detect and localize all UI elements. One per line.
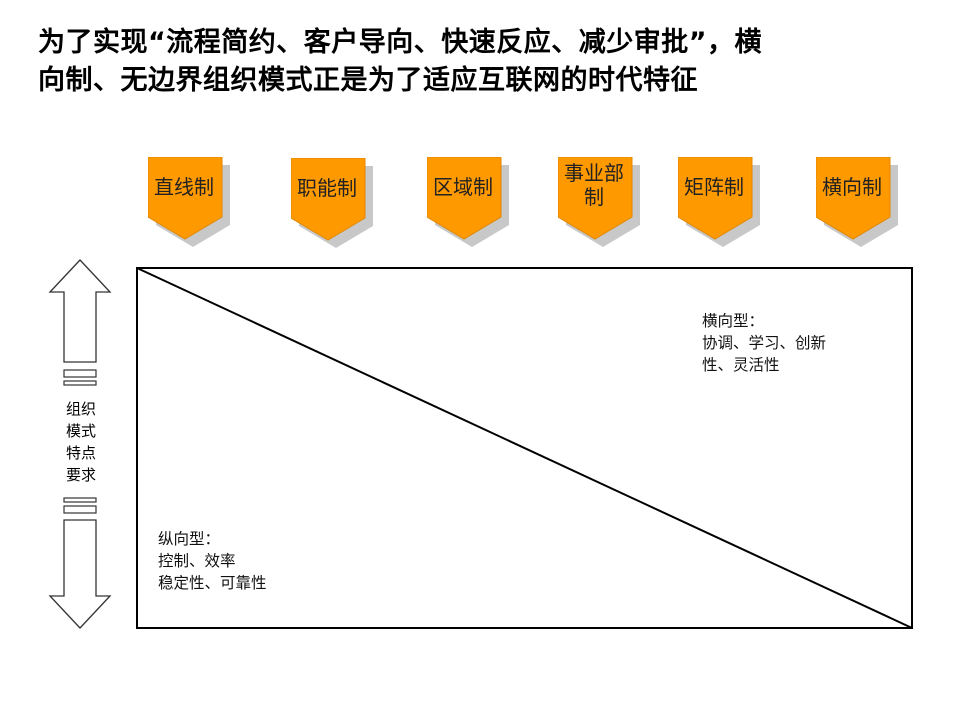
vertical-type-description: 纵向型： 控制、效率 稳定性、可靠性 xyxy=(158,528,267,594)
org-type-badge-functional: 职能制 xyxy=(291,158,373,248)
pentagon-icon xyxy=(558,157,640,247)
org-type-badge-matrix: 矩阵制 xyxy=(678,157,760,247)
org-mode-requirements-label: 组织 模式 特点 要求 xyxy=(65,400,96,484)
pentagon-icon xyxy=(816,157,898,247)
org-type-label: 事业部制 xyxy=(564,161,624,209)
diagonal-divider xyxy=(136,267,913,629)
org-type-badge-divisional: 事业部制 xyxy=(558,157,640,247)
org-type-badge-horizontal: 横向制 xyxy=(816,157,898,247)
org-type-label: 区域制 xyxy=(433,175,493,199)
horizontal-type-heading: 横向型： xyxy=(702,312,765,330)
title-line-1: 为了实现“流程简约、客户导向、快速反应、减少审批”，横 xyxy=(38,27,762,58)
org-type-label: 矩阵制 xyxy=(684,175,744,199)
vertical-type-line-1: 控制、效率 xyxy=(158,552,236,570)
horizontal-type-line-2: 性、灵活性 xyxy=(702,356,780,374)
double-headed-vertical-arrow-icon xyxy=(48,259,112,629)
org-type-label: 直线制 xyxy=(154,175,214,199)
pentagon-icon xyxy=(291,158,373,248)
horizontal-type-description: 横向型： 协调、学习、创新 性、灵活性 xyxy=(702,310,826,376)
pentagon-icon xyxy=(678,157,760,247)
org-type-label: 职能制 xyxy=(297,176,357,200)
pentagon-icon xyxy=(427,157,509,247)
title-line-2: 向制、无边界组织模式正是为了适应互联网的时代特征 xyxy=(38,65,698,96)
vertical-type-line-2: 稳定性、可靠性 xyxy=(158,574,267,592)
pentagon-icon xyxy=(148,157,230,247)
org-type-badge-regional: 区域制 xyxy=(427,157,509,247)
horizontal-type-line-1: 协调、学习、创新 xyxy=(702,334,827,352)
vertical-type-heading: 纵向型： xyxy=(158,530,221,548)
page-title: 为了实现“流程简约、客户导向、快速反应、减少审批”，横 向制、无边界组织模式正是… xyxy=(38,24,918,100)
org-type-badge-line: 直线制 xyxy=(148,157,230,247)
org-type-label: 横向制 xyxy=(822,175,882,199)
